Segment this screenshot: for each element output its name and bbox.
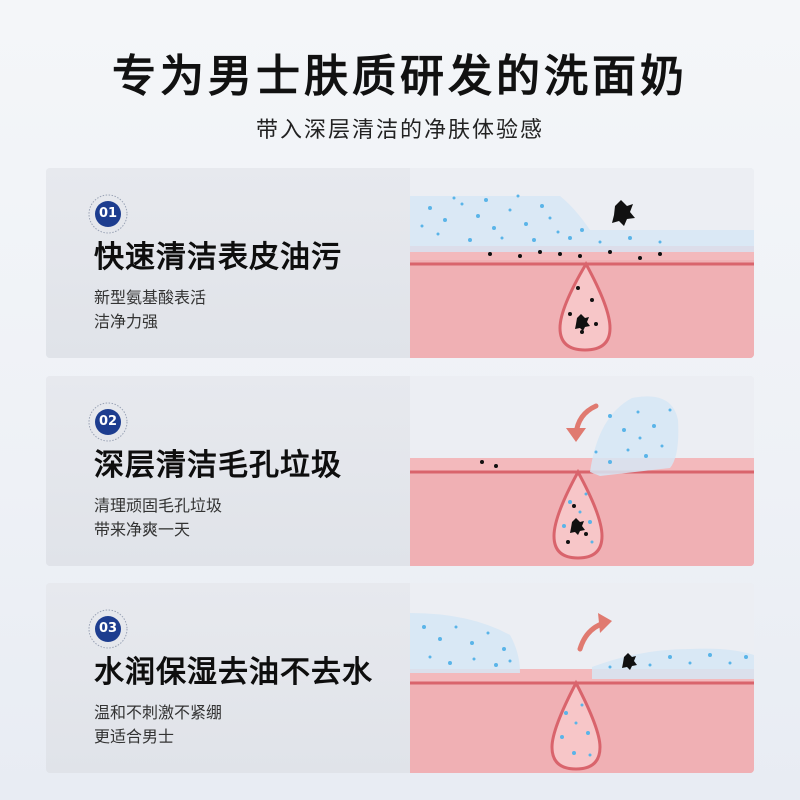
badge-ring-icon <box>88 609 128 649</box>
feature-text-panel: 01 快速清洁表皮油污 新型氨基酸表活 洁净力强 <box>46 168 410 358</box>
feature-heading: 深层清洁毛孔垃圾 <box>94 448 342 483</box>
feature-description-line: 洁净力强 <box>94 312 159 331</box>
feature-description-line: 新型氨基酸表活 <box>94 288 207 307</box>
feature-description-line: 带来净爽一天 <box>94 520 191 539</box>
badge-ring-icon <box>88 402 128 442</box>
feature-description: 清理顽固毛孔垃圾 带来净爽一天 <box>94 494 222 542</box>
number-badge: 03 <box>86 607 130 651</box>
number-badge: 02 <box>86 400 130 444</box>
feature-description: 温和不刺激不紧绷 更适合男士 <box>94 701 222 749</box>
number-badge: 01 <box>86 192 130 236</box>
page-subtitle: 带入深层清洁的净肤体验感 <box>255 118 544 143</box>
skin-illustration <box>410 376 754 566</box>
badge-number: 01 <box>95 201 121 227</box>
moisturizing-illustration <box>410 583 754 773</box>
feature-card-1: 01 快速清洁表皮油污 新型氨基酸表活 洁净力强 <box>46 168 754 358</box>
feature-heading: 快速清洁表皮油污 <box>94 240 342 275</box>
feature-text-panel: 03 水润保湿去油不去水 温和不刺激不紧绷 更适合男士 <box>46 583 410 773</box>
skin-surface-cleansing-illustration <box>410 168 754 358</box>
badge-number: 02 <box>95 409 121 435</box>
skin-illustration <box>410 583 754 773</box>
skin-illustration <box>410 168 754 358</box>
feature-card-2: 02 深层清洁毛孔垃圾 清理顽固毛孔垃圾 带来净爽一天 <box>46 376 754 566</box>
badge-ring-icon <box>88 194 128 234</box>
feature-card-3: 03 水润保湿去油不去水 温和不刺激不紧绷 更适合男士 <box>46 583 754 773</box>
feature-text-panel: 02 深层清洁毛孔垃圾 清理顽固毛孔垃圾 带来净爽一天 <box>46 376 410 566</box>
pore-cleansing-illustration <box>410 376 754 566</box>
feature-description-line: 更适合男士 <box>94 727 175 746</box>
feature-description-line: 温和不刺激不紧绷 <box>94 703 223 722</box>
badge-number: 03 <box>95 616 121 642</box>
feature-heading: 水润保湿去油不去水 <box>94 655 373 690</box>
feature-description-line: 清理顽固毛孔垃圾 <box>94 496 223 515</box>
page-title: 专为男士肤质研发的洗面奶 <box>112 51 688 102</box>
feature-description: 新型氨基酸表活 洁净力强 <box>94 286 206 334</box>
